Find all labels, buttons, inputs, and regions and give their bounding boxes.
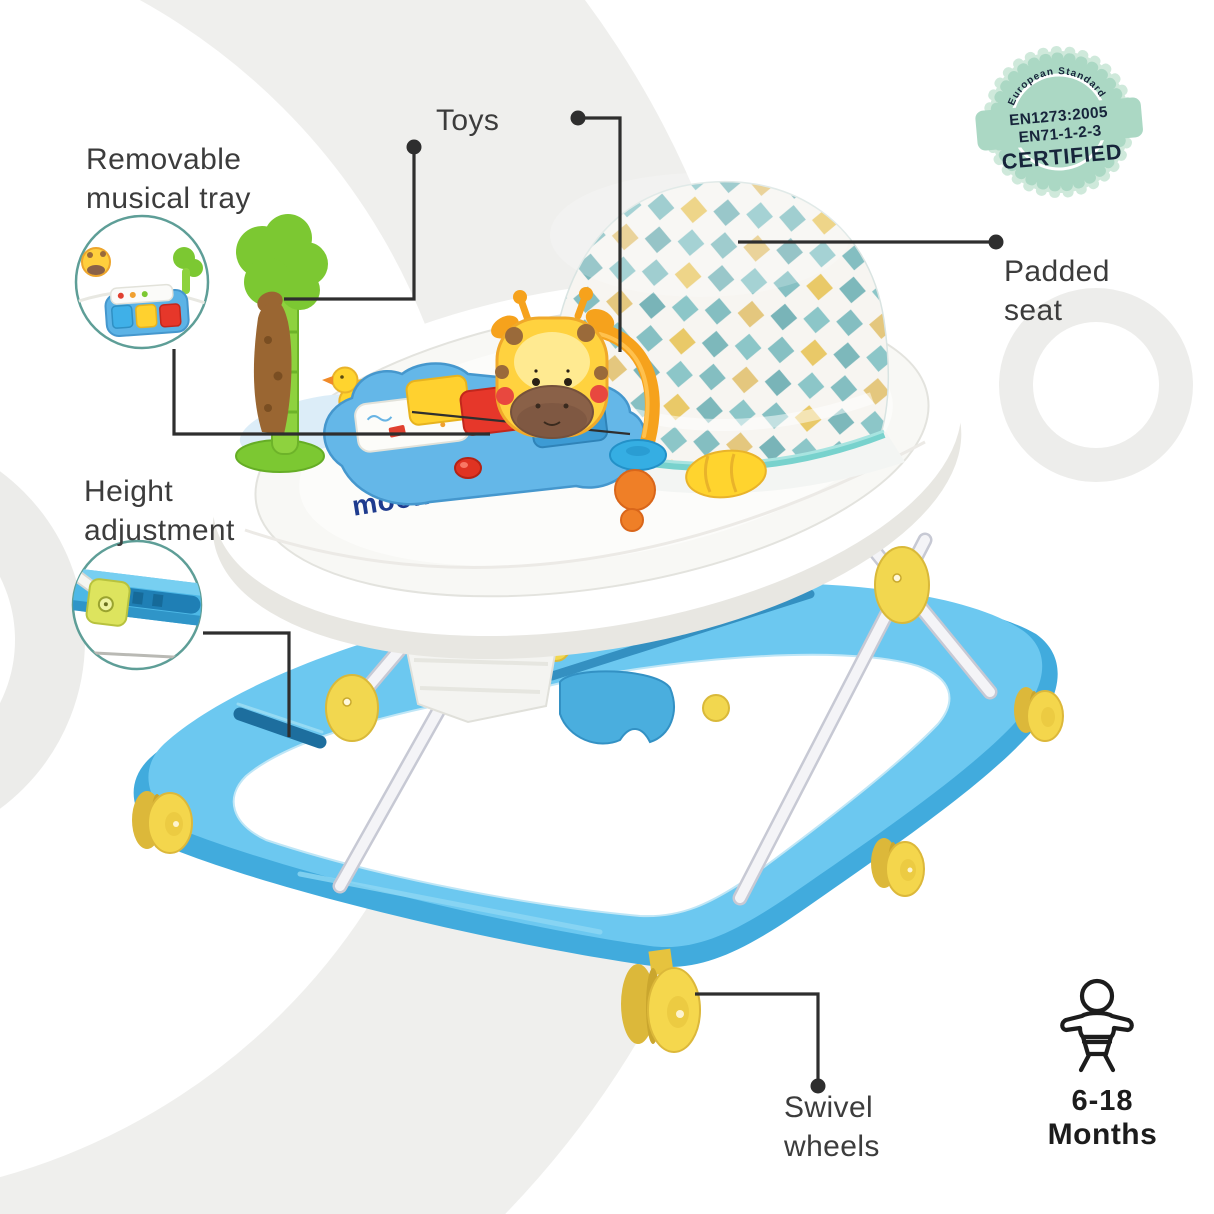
callout-line-musical-tray [172, 349, 490, 436]
callout-dot-toys-left [406, 139, 422, 155]
padded-seat-back [528, 173, 905, 494]
label-line: wheels [784, 1130, 880, 1163]
callout-line-toys-right [582, 116, 622, 352]
musical-tray-zoom-icon [74, 214, 210, 350]
callout-lines [172, 110, 1004, 1094]
giraffe-ear-right [585, 308, 615, 332]
giraffe-bead-small [620, 508, 644, 532]
label-line: adjustment [84, 514, 235, 547]
seat-pants [559, 670, 675, 745]
giraffe-toy [491, 287, 667, 532]
swivel-wheel-right [871, 838, 925, 897]
label-line: Height [84, 475, 174, 508]
giraffe-cheek-left [496, 387, 514, 405]
frame-slot-left [233, 707, 327, 749]
giraffe-arch [590, 322, 660, 448]
label-line: Swivel [784, 1091, 874, 1124]
giraffe-cheek-right [590, 385, 608, 403]
callout-line-toys-left [284, 150, 416, 301]
callout-dot-padded-seat [988, 234, 1004, 250]
baby-outline-icon [1060, 978, 1134, 1073]
swivel-wheel-back-right [1014, 687, 1064, 742]
age-range: 6-18 Months [1030, 1085, 1175, 1153]
label-toys: Toys [436, 104, 500, 137]
swivel-wheel-front [621, 948, 701, 1053]
giraffe-bead-ball [614, 469, 656, 511]
label-line: musical tray [86, 182, 251, 215]
callout-dot-swivel-wheels [810, 1078, 826, 1094]
label-line: Removable [86, 143, 242, 176]
tree-toy [235, 214, 328, 473]
age-range-value: 6-18 [1071, 1085, 1134, 1117]
label-swivel-wheels: Swivel wheels [784, 1088, 880, 1166]
certified-seal-icon: European Standard EN1273:2005 EN71-1-2-3… [975, 46, 1143, 198]
giraffe-silhouette [253, 291, 292, 434]
swivel-wheel-left [132, 791, 193, 854]
callout-dot-toys-right [570, 110, 586, 126]
label-padded-seat: Padded seat [1004, 252, 1110, 330]
duck-toy-right [685, 449, 767, 499]
label-height-adjustment: Height adjustment [84, 472, 235, 550]
callout-line-swivel-wheels [695, 992, 820, 1082]
music-button [454, 457, 482, 479]
age-range-unit: Months [1047, 1118, 1158, 1151]
callout-line-height-adjustment [203, 631, 291, 737]
label-line: Padded [1004, 255, 1110, 288]
label-removable-musical-tray: Removable musical tray [86, 140, 251, 218]
label-line: seat [1004, 294, 1063, 327]
